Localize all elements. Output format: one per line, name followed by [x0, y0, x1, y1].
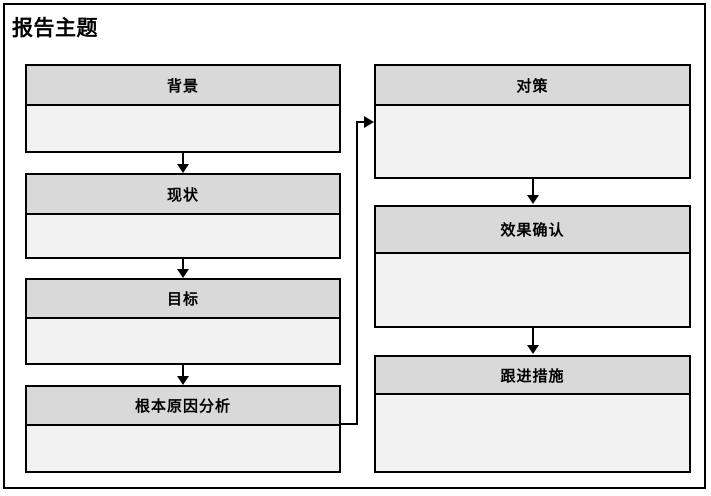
connector-segment-horizontal-top [356, 121, 366, 123]
flow-box-effect-confirmation-header: 效果确认 [376, 207, 689, 254]
flow-box-follow-up-actions-body[interactable] [376, 395, 689, 471]
flow-box-follow-up-actions[interactable]: 跟进措施 [374, 355, 691, 473]
flow-box-effect-confirmation-body[interactable] [376, 254, 689, 326]
flow-box-root-cause-analysis-header: 根本原因分析 [27, 387, 339, 426]
flow-box-root-cause-analysis-body[interactable] [27, 426, 339, 471]
flow-box-effect-confirmation[interactable]: 效果确认 [374, 205, 691, 328]
flow-box-countermeasure-body[interactable] [376, 106, 689, 177]
page-title: 报告主题 [12, 17, 98, 40]
flow-box-countermeasure[interactable]: 对策 [374, 64, 691, 179]
flow-box-background-header: 背景 [27, 66, 339, 106]
flow-box-current-status-header: 现状 [27, 175, 339, 215]
flow-box-goal[interactable]: 目标 [25, 278, 341, 365]
flow-box-goal-body[interactable] [27, 319, 339, 363]
connector-arrowhead [364, 116, 374, 128]
flow-box-background[interactable]: 背景 [25, 64, 341, 153]
flow-box-background-body[interactable] [27, 106, 339, 151]
flow-box-current-status-body[interactable] [27, 215, 339, 257]
flow-box-countermeasure-header: 对策 [376, 66, 689, 106]
connector-segment-vertical [356, 121, 358, 425]
flow-box-root-cause-analysis[interactable]: 根本原因分析 [25, 385, 341, 473]
connector-segment-horizontal-bottom [341, 423, 358, 425]
flow-box-goal-header: 目标 [27, 280, 339, 319]
flow-box-follow-up-actions-header: 跟进措施 [376, 357, 689, 395]
flow-box-current-status[interactable]: 现状 [25, 173, 341, 259]
